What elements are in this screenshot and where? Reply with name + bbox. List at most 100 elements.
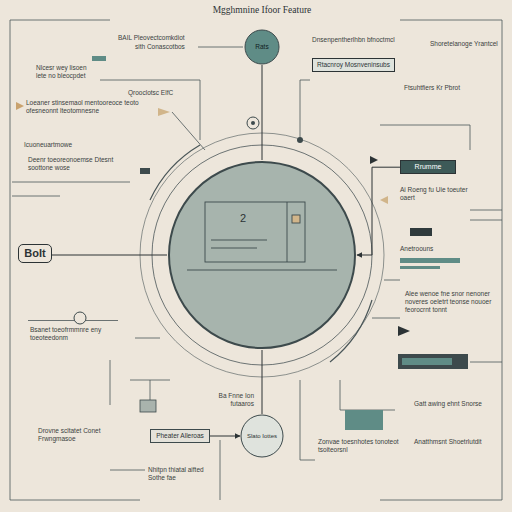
deco-line (200, 80, 201, 140)
deco-line (12, 196, 60, 197)
deco-line (300, 80, 310, 81)
bottom-circle: Slato Iottes (240, 414, 284, 458)
deco-circle (297, 137, 303, 143)
deco-line (220, 440, 221, 500)
node-text: BoIt (23, 247, 47, 260)
deco-line (470, 220, 502, 221)
deco-line (470, 125, 471, 150)
inner-panel (187, 202, 337, 270)
annotation-label: Ba Fnne Ion futaaros (196, 392, 254, 408)
deco-line (300, 380, 301, 460)
connector (357, 167, 400, 255)
deco-rect (400, 266, 440, 269)
deco-rect (92, 56, 106, 61)
circle-outline (167, 160, 357, 350)
annotation-label: Icuoneuartmowe (24, 141, 114, 149)
deco-polygon (370, 156, 378, 164)
deco-rect (28, 320, 118, 322)
deco-rect (410, 228, 432, 236)
annotation-label: Deenr toeoreonoemse Dtesnt soottone wose (28, 156, 132, 172)
deco-line (198, 47, 243, 48)
deco-rect (402, 358, 452, 365)
process-box: Rrumme (400, 160, 456, 174)
process-box: Pheater Alleroas (150, 429, 210, 443)
annotation-label: Dnsenpentherlhbn bfnoctmcl (312, 36, 424, 44)
deco-line (172, 112, 205, 150)
deco-line (110, 360, 111, 405)
deco-g (10, 20, 502, 500)
annotation-label: Nhitpn thiatal aifted Sothe fae (148, 466, 220, 482)
deco-line (400, 20, 502, 21)
deco-line (100, 80, 200, 81)
annotation-label: Anetroouns (400, 245, 470, 253)
annotation-label: Ai Roeng fu Uie toeuter oaert (400, 186, 482, 202)
node-text: Slato Iottes (244, 433, 280, 440)
deco-g (16, 102, 468, 369)
hub-circle: 2 (167, 160, 357, 350)
deco-polygon (16, 102, 24, 110)
deco-polygon (158, 108, 170, 116)
deco-rect (400, 258, 460, 263)
node-text: Rtacnroy Mosnveninsubs (317, 61, 390, 69)
deco-rect (345, 410, 383, 430)
logo-box: BoIt (18, 244, 52, 263)
top-circle: Rats (244, 29, 280, 65)
deco-line (470, 210, 502, 211)
annotation-label: Loeaner stinsemaol mentooreoce teoto ofe… (26, 99, 158, 115)
deco-polygon (398, 326, 410, 336)
connector (210, 436, 240, 437)
deco-line (10, 500, 140, 501)
deco-line (110, 470, 145, 471)
deco-circle (152, 145, 372, 365)
annotation-label: Zonvae toesnhotes tonoteot tsoiteorsnl (318, 438, 408, 454)
deco-rect (140, 168, 150, 174)
deco-circle (247, 117, 259, 129)
connector (262, 65, 263, 160)
node-text: Rats (252, 43, 271, 50)
deco-line (470, 362, 502, 363)
annotation-label: Nlcesr wey lisoen lete no bleocpdet (36, 64, 92, 80)
deco-line (372, 318, 400, 319)
deco-line (502, 20, 503, 500)
annotation-label: sith Conascotbos (135, 43, 205, 51)
circle-shape (169, 162, 355, 348)
info-box: Rtacnroy Mosnveninsubs (312, 58, 395, 72)
node-text: 2 (237, 212, 249, 224)
deco-rect (398, 354, 468, 369)
diagram-title: Mgghmnine Ifoor Feature (200, 5, 324, 15)
connector (262, 350, 263, 414)
annotation-label: Drovne scltatet Conet Frwngmasoe (38, 427, 108, 443)
deco-line (10, 20, 110, 21)
deco-line (384, 280, 400, 281)
annotation-label: Shoretelanoge Yrantcel (430, 40, 500, 48)
annotation-label: Gatt awing ehnt Snorse (414, 400, 494, 408)
annotation-label: BAIL Pleovectcomkdiot (118, 34, 208, 42)
annotation-label: Ftsuhtfiers Kr Pbrot (404, 84, 474, 92)
deco-circle (251, 121, 255, 125)
deco-line (380, 125, 470, 126)
deco-circle (74, 312, 86, 324)
circle-shape (241, 415, 283, 457)
deco-line (380, 500, 502, 501)
connector (52, 255, 167, 256)
node-text: Pheater Alleroas (155, 432, 205, 440)
text-holder: 2 (237, 212, 249, 224)
deco-line (300, 80, 301, 140)
circle-shape (245, 30, 279, 64)
text-holder: Slato Iottes (240, 414, 284, 458)
node-text: Rrumme (405, 163, 451, 171)
deco-line (300, 460, 315, 461)
text-holder: Rats (244, 29, 280, 65)
deco-line (340, 380, 341, 410)
annotation-label: Qrooclotsc ElfC (128, 89, 198, 97)
deco-polygon (380, 196, 388, 204)
annotation-label: Alee wenoe fne snor nenoner noveres oele… (405, 290, 500, 314)
deco-rect (140, 400, 156, 412)
annotation-label: Bsanet toeofrmmnre eny toeoteedonm (30, 326, 130, 342)
deco-line (135, 338, 160, 339)
deco-line (10, 20, 11, 500)
deco-circle (140, 133, 384, 377)
annotation-label: Anatthmsnt Shoetrlutdit (414, 438, 494, 446)
deco-g (92, 56, 460, 430)
